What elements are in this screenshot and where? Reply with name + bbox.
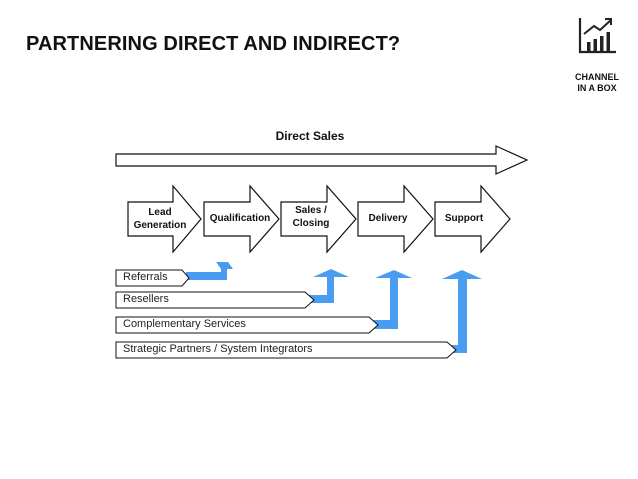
channel-box-referrals [115, 269, 190, 287]
stage-arrow-delivery [357, 184, 434, 254]
stage-arrow-support [434, 184, 511, 254]
channel-label-referrals: Referrals [123, 271, 168, 283]
channel-box-resellers [115, 291, 315, 309]
direct-sales-label: Direct Sales [275, 129, 345, 143]
strategic-partners-connector [395, 270, 482, 353]
channel-label-resellers: Resellers [123, 293, 169, 305]
stage-arrow-lead-generation [127, 184, 202, 254]
complementary-services-connector [325, 270, 412, 329]
referrals-connector [186, 262, 233, 280]
resellers-connector [276, 269, 349, 303]
page-title: PARTNERING DIRECT AND INDIRECT? [26, 33, 401, 55]
stage-arrow-qualification [203, 184, 280, 254]
rising-bar-chart-icon [578, 18, 616, 54]
channel-box-complementary-services [115, 316, 379, 334]
logo: CHANNEL IN A BOX [572, 10, 622, 98]
logo-line-2: IN A BOX [577, 83, 617, 93]
stage-label-qualification: Qualification [209, 213, 271, 224]
channel-label-strategic-partners: Strategic Partners / System Integrators [123, 343, 313, 355]
stage-label-sales-closing: Sales /Closing [292, 205, 330, 229]
stage-label-delivery: Delivery [368, 213, 408, 224]
stage-arrow-sales-closing [280, 184, 357, 254]
channel-box-strategic-partners [115, 341, 457, 359]
logo-line-1: CHANNEL [575, 72, 619, 82]
channel-label-complementary-services: Complementary Services [123, 318, 246, 330]
stage-label-support: Support [444, 213, 484, 224]
direct-sales-arrow [115, 145, 529, 175]
